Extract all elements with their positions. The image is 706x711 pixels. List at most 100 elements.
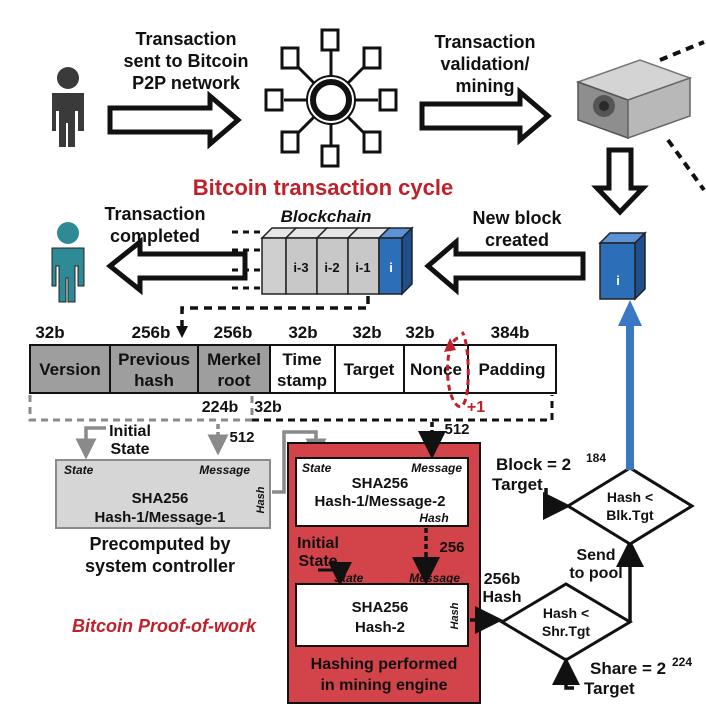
engine-box2-sha: SHA256 — [352, 599, 409, 616]
blk-line1: Hash < — [607, 489, 653, 505]
completed-line1: Transaction — [104, 204, 205, 224]
share-target-arrow — [552, 657, 580, 690]
engine-box1-message: Message — [411, 461, 462, 475]
cycle-title: Bitcoin transaction cycle — [193, 175, 453, 200]
header-split-outline: 224b 32b — [28, 395, 554, 422]
newblock-line2: created — [485, 230, 549, 250]
user-receiver-icon — [51, 222, 85, 303]
engine-caption-line1: Hashing performed — [311, 656, 458, 673]
chain-connector-arrowhead — [176, 326, 188, 338]
svg-text:i-1: i-1 — [355, 260, 370, 275]
svg-text:i-2: i-2 — [324, 260, 339, 275]
field-padding-label: Padding — [478, 360, 545, 379]
engine-mid-inputs: Initial State 256 — [297, 528, 465, 586]
chain-dashes — [232, 230, 262, 290]
engine-box1-hash: Hash — [419, 511, 448, 525]
svg-text:184: 184 — [586, 451, 606, 465]
field-time-stamp-line2: stamp — [277, 371, 327, 390]
newblock-line1: New block — [472, 208, 562, 228]
hollow-arrow-right-1 — [107, 90, 242, 150]
engine-initial-line2: State — [298, 553, 337, 570]
size-nonce: 32b — [405, 323, 434, 342]
hollow-arrow-down — [591, 147, 649, 216]
engine-in-256: 256 — [439, 539, 464, 556]
share-target-label: Share = 2 224 Target — [584, 655, 692, 698]
size-padding: 384b — [491, 323, 530, 342]
precompute-inputs: Initial State 512 — [75, 423, 255, 460]
out-hash-label: Hash — [482, 589, 521, 606]
hollow-arrow-left-1 — [105, 236, 248, 296]
field-nonce-box — [403, 344, 469, 394]
blockchain-cubes: i-3 i-2 i-1 i — [232, 226, 414, 296]
sent-line1: Transaction — [135, 29, 236, 49]
field-nonce-label: Nonce — [410, 360, 462, 379]
header-fields: Version Previous hash Merkel root Time s… — [29, 344, 557, 394]
precompute-sha-box: State Message SHA256 Hash-1/Message-1 Ha… — [55, 459, 271, 529]
engine-box1-name: Hash-1/Message-2 — [315, 493, 446, 510]
size-merkel-root: 256b — [214, 323, 253, 342]
p2p-network-icon — [264, 28, 398, 168]
validation-line2: validation/ — [440, 54, 529, 74]
size-time-stamp: 32b — [288, 323, 317, 342]
blue-arrow-up — [618, 300, 642, 470]
precompute-name: Hash-1/Message-1 — [95, 509, 226, 526]
pow-title: Bitcoin Proof-of-work — [72, 616, 257, 636]
field-merkel-root-line2: root — [217, 371, 250, 390]
completed-line2: completed — [110, 226, 200, 246]
engine-sha-box-2: State Message SHA256 Hash-2 Hash — [295, 571, 469, 647]
new-block-label: i — [616, 273, 620, 288]
svg-text:224: 224 — [672, 655, 692, 669]
engine-box2-name: Hash-2 — [355, 619, 405, 636]
size-target: 32b — [352, 323, 381, 342]
field-time-stamp-line1: Time — [282, 350, 321, 369]
validation-line3: mining — [456, 76, 515, 96]
send-line1: Send — [576, 547, 615, 564]
chain-to-header-connector — [180, 296, 370, 330]
field-padding-box — [467, 344, 557, 394]
hollow-arrow-right-2 — [419, 86, 552, 146]
svg-text:Share = 2: Share = 2 — [590, 659, 666, 678]
engine-box1-sha: SHA256 — [352, 475, 409, 492]
sent-line3: P2P network — [132, 73, 241, 93]
dashed-link-top — [659, 40, 705, 62]
field-target-box — [334, 344, 405, 394]
new-block-cube: i — [598, 231, 647, 301]
plus-one-label: +1 — [467, 399, 485, 416]
engine-box2-state: State — [334, 571, 364, 585]
engine-box2-message: Message — [409, 571, 460, 585]
hollow-arrow-left-2 — [424, 236, 586, 296]
svg-text:Target: Target — [492, 475, 543, 494]
precompute-to-engine-arrow — [272, 430, 327, 494]
block-target-label: Block = 2 184 Target — [492, 451, 606, 494]
field-version-label: Version — [39, 360, 100, 379]
svg-text:i-3: i-3 — [293, 260, 308, 275]
engine-initial-line1: Initial — [297, 535, 339, 552]
block-target-arrow — [543, 488, 571, 520]
field-target-label: Target — [344, 360, 395, 379]
precompute-caption-line2: system controller — [85, 556, 235, 576]
dashed-link-right — [666, 138, 706, 192]
split-224-label: 224b — [202, 399, 239, 416]
chain-block-i: i — [377, 226, 414, 296]
split-32-label: 32b — [254, 399, 282, 416]
svg-text:512: 512 — [444, 421, 469, 438]
engine-caption-line2: in mining engine — [320, 677, 447, 694]
share-target-diamond: Hash < Shr.Tgt — [499, 582, 633, 662]
field-previous-hash-box — [109, 344, 199, 394]
precompute-message-label: Message — [199, 463, 250, 477]
mining-rig-icon — [575, 59, 693, 140]
shr-line2: Shr.Tgt — [542, 623, 591, 639]
precompute-in-512: 512 — [229, 429, 254, 446]
send-line2: to pool — [569, 565, 622, 582]
blk-line2: Blk.Tgt — [606, 507, 654, 523]
chain-block-i3: i-3 — [284, 227, 329, 295]
field-merkel-root-line1: Merkel — [207, 350, 261, 369]
svg-text:Block = 2: Block = 2 — [496, 455, 571, 474]
field-previous-hash-line1: Previous — [118, 350, 190, 369]
precompute-initial-line2: State — [110, 441, 149, 458]
header-sizes: 32b 256b 256b 32b 32b 32b 384b — [35, 323, 529, 342]
field-version-box — [29, 344, 111, 394]
validation-line1: Transaction — [434, 32, 535, 52]
block-target-diamond: Hash < Blk.Tgt — [565, 466, 695, 546]
